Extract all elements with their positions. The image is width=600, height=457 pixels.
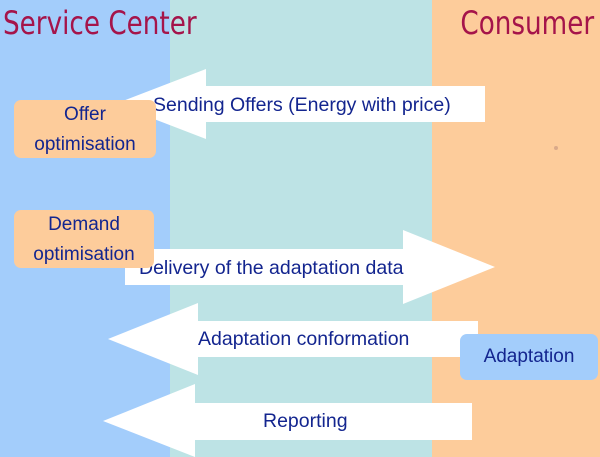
consumer-lane — [432, 0, 600, 457]
sending-offers-arrow — [115, 69, 485, 139]
adaptation-label: Adaptation — [483, 346, 575, 367]
demand-optimisation-label: Demand optimisation — [33, 214, 135, 265]
stray-dot — [554, 146, 558, 150]
reporting-arrow — [103, 384, 472, 457]
conformation-label: Adaptation conformation — [198, 328, 410, 350]
demand-optimisation-box: Demand optimisation — [14, 210, 154, 268]
consumer-heading: Consumer — [460, 4, 594, 42]
delivery-label: Delivery of the adaptation data — [139, 257, 404, 279]
adaptation-box: Adaptation — [460, 334, 598, 380]
delivery-arrow — [125, 230, 495, 304]
reporting-label: Reporting — [263, 410, 348, 432]
sending-offers-label: Sending Offers (Energy with price) — [153, 94, 451, 116]
offer-optimisation-box: Offer optimisation — [14, 100, 156, 158]
service-center-heading: Service Center — [3, 4, 197, 42]
middle-lane — [170, 0, 432, 457]
conformation-arrow — [108, 303, 478, 375]
offer-optimisation-label: Offer optimisation — [34, 104, 136, 155]
